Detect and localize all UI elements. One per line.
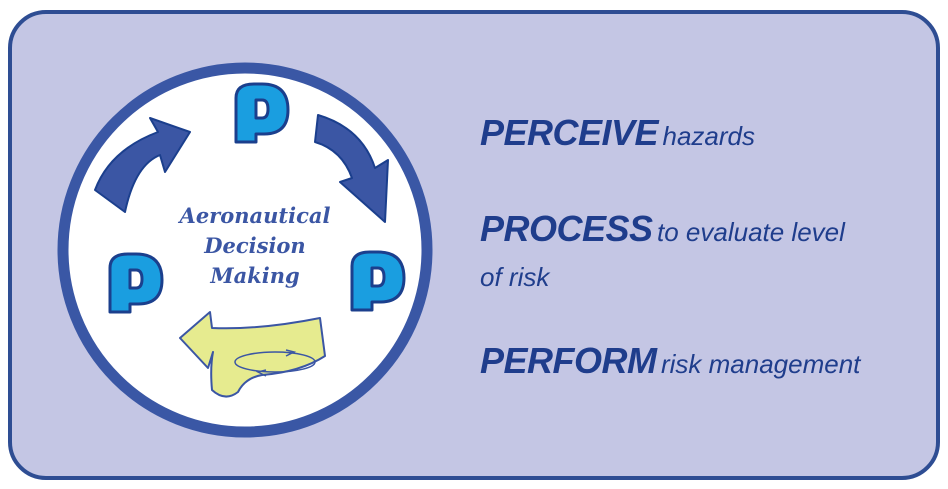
p-icon [234,82,290,144]
center-label-line3: Making [209,263,299,288]
step-perform: PERFORM risk management [480,340,860,382]
curved-arrow-icon [314,114,389,223]
step-process: PROCESS to evaluate level [480,208,845,250]
step-perceive: PERCEIVE hazards [480,112,755,154]
p-icon [108,252,164,314]
step-description: risk management [660,349,861,379]
loop-arrow-icon [179,311,326,398]
step-keyword: PERCEIVE [480,112,659,153]
step-process-continued: of risk [480,262,550,292]
curved-arrow-icon [94,117,191,213]
step-keyword: PERFORM [480,340,657,381]
step-description: hazards [662,121,756,151]
center-label-line2: Decision [203,233,305,258]
step-keyword: PROCESS [480,208,653,249]
step-description: to evaluate level [657,217,845,247]
center-label-line1: Aeronautical [178,203,331,228]
p-icon [350,250,406,312]
